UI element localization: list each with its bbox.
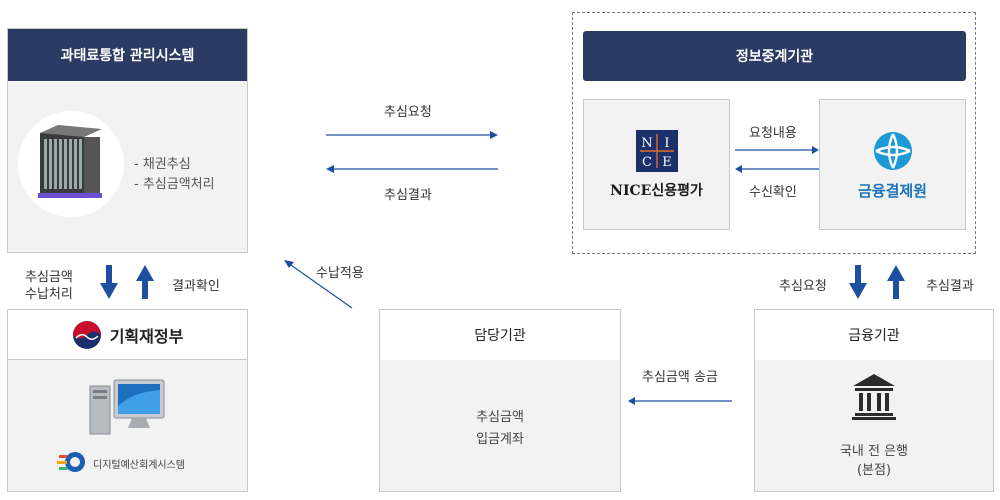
server-image-circle — [18, 111, 124, 217]
label-receive-confirm: 수신확인 — [749, 185, 797, 200]
mgmt-item-debt-collection: - 채권추심 — [134, 157, 191, 172]
bank-title: 금융기관 — [755, 310, 993, 360]
mgmt-item-amount-processing: - 추심금액처리 — [134, 177, 215, 192]
label-receipt-apply: 수납적용 — [316, 266, 364, 281]
mgmt-system-panel: 과태료통합 관리시스템 - 채권추심 - 추심금액처리 — [7, 28, 248, 253]
arrow-left-remit — [628, 397, 732, 405]
label-request-content: 요청내용 — [749, 126, 797, 141]
intermediary-title: 정보중계기관 — [583, 31, 966, 81]
label-collection-request-right: 추심요청 — [779, 279, 827, 294]
bank-building-icon — [852, 374, 896, 420]
label-amount-line2: 수납처리 — [25, 287, 73, 302]
arrow-up-right — [887, 265, 905, 299]
label-amount-line1: 추심금액 — [25, 270, 73, 285]
nice-logo-letter: I — [664, 136, 669, 151]
dbrain-label: 디지털예산회계시스템 — [93, 460, 185, 471]
label-result-confirm: 결과확인 — [172, 279, 220, 294]
intermediary-frame — [572, 12, 976, 254]
bank-line1: 국내 전 은행 — [839, 444, 909, 459]
label-collection-result-right: 추심결과 — [926, 279, 974, 294]
arrow-up-left — [136, 265, 154, 299]
ministry-header: 기획재정부 — [8, 310, 247, 360]
kftc-logo-icon — [874, 132, 912, 170]
ministry-panel: 기획재정부 디지털예산회계시스템 — [7, 309, 248, 492]
nice-logo-letter: N — [641, 136, 652, 151]
mgmt-system-title: 과태료통합 관리시스템 — [8, 29, 247, 81]
nice-logo-letter: C — [642, 155, 652, 170]
nice-logo-letter: E — [662, 155, 672, 170]
ministry-emblem-icon — [72, 320, 101, 349]
agency-line1: 추심금액 — [476, 410, 524, 425]
arrow-right-top — [326, 131, 498, 139]
label-amount-remit: 추심금액 송금 — [642, 370, 718, 385]
kftc-label: 금융결제원 — [857, 182, 927, 200]
arrow-left-top — [326, 165, 498, 173]
arrow-right-nice-kftc — [735, 146, 819, 154]
ministry-name: 기획재정부 — [109, 326, 184, 346]
server-icon — [38, 125, 102, 198]
label-collection-result-top: 추심결과 — [384, 188, 432, 203]
nice-box: N I C E NICE신용평가 — [583, 99, 730, 230]
agency-title: 담당기관 — [380, 310, 620, 360]
kftc-box: 금융결제원 — [819, 99, 966, 230]
agency-line2: 입금계좌 — [476, 432, 524, 447]
dbrain-logo-icon — [57, 452, 85, 472]
arrow-down-left — [100, 265, 118, 299]
nice-label: NICE신용평가 — [610, 183, 703, 199]
arrow-diagonal-receipt — [284, 260, 353, 309]
arrow-left-kftc-nice — [735, 165, 819, 173]
agency-panel: 담당기관 추심금액 입금계좌 — [379, 309, 621, 492]
arrow-down-right — [849, 265, 867, 299]
label-collection-request-top: 추심요청 — [384, 105, 432, 120]
computer-icon — [89, 379, 165, 435]
bank-panel: 금융기관 국내 전 은행 (본점) — [754, 309, 994, 492]
nice-logo-icon: N I C E — [636, 130, 678, 172]
bank-line2: (본점) — [856, 463, 892, 478]
